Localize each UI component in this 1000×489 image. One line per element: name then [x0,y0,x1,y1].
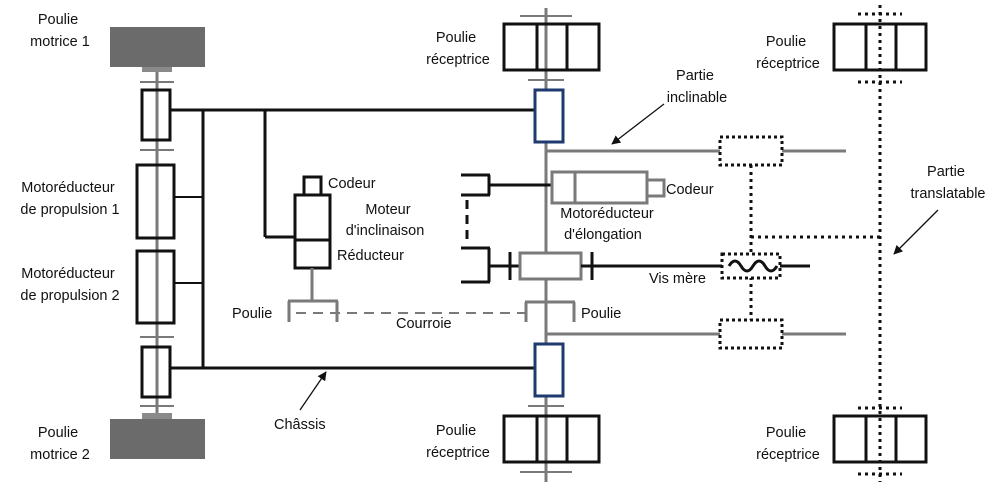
drive-pulley-1 [110,27,205,67]
label-receiver-top-mid: Poulie réceptrice [426,30,490,68]
label-reducer: Réducteur [337,248,404,264]
label-encoder-right: Codeur [666,182,714,198]
translatable-part-arrow [893,209,939,255]
label-lead-screw: Vis mère [649,271,706,287]
tilt-motor-assembly [287,175,339,322]
label-tilt-motor: Moteur d'inclinaison [346,202,425,239]
lead-screw-carriage-nut [720,252,782,280]
chassis-frame [170,108,540,370]
elongation-assembly [461,170,810,284]
label-belt: Courroie [396,316,452,332]
label-encoder-left: Codeur [328,176,376,192]
guide-carriage-bottom [718,318,784,350]
elongation-motor [550,170,649,205]
label-translatable-part: Partie translatable [911,164,986,202]
receiver-pulley-top-mid [502,22,601,72]
tilting-part-arrow [611,103,665,145]
propulsion-motor-2 [135,249,176,325]
bearing-upper-left [140,88,172,142]
chassis-arrow [299,371,327,411]
label-receiver-top-right: Poulie réceptrice [756,34,820,72]
label-elongation-motor: Motoréducteur d'élongation [560,206,658,243]
receiver-pulley-bottom-mid [502,414,601,464]
label-drive-pulley-2: Poulie motrice 2 [30,425,90,463]
label-drive-pulley-1: Poulie motrice 1 [30,12,90,50]
encoder-left [302,175,323,197]
label-receiver-bottom-mid: Poulie réceptrice [426,423,490,461]
label-propulsion-motor-1: Motoréducteur de propulsion 1 [20,180,119,218]
middle-column [502,8,846,482]
label-receiver-bottom-right: Poulie réceptrice [756,425,820,463]
label-pulley-left: Poulie [232,306,272,322]
label-chassis: Châssis [274,417,326,433]
bearing-top-mid [533,88,565,144]
bearing-lower-left [140,345,172,399]
receiver-pulley-bottom-right [832,414,928,464]
bearing-bottom-mid [533,342,565,398]
propulsion-motor-1 [135,163,176,240]
lead-screw-nut [518,251,583,281]
drive-pulley-2 [110,419,205,459]
label-propulsion-motor-2: Motoréducteur de propulsion 2 [20,266,119,304]
tilt-motor [293,193,332,242]
encoder-right [645,178,666,198]
translatable-part [718,5,928,482]
left-drive-assembly [110,27,205,459]
reducer [293,238,332,270]
label-tilting-part: Partie inclinable [667,68,727,106]
guide-carriage-top [718,135,784,167]
label-pulley-right: Poulie [581,306,621,322]
receiver-pulley-top-right [832,22,928,72]
